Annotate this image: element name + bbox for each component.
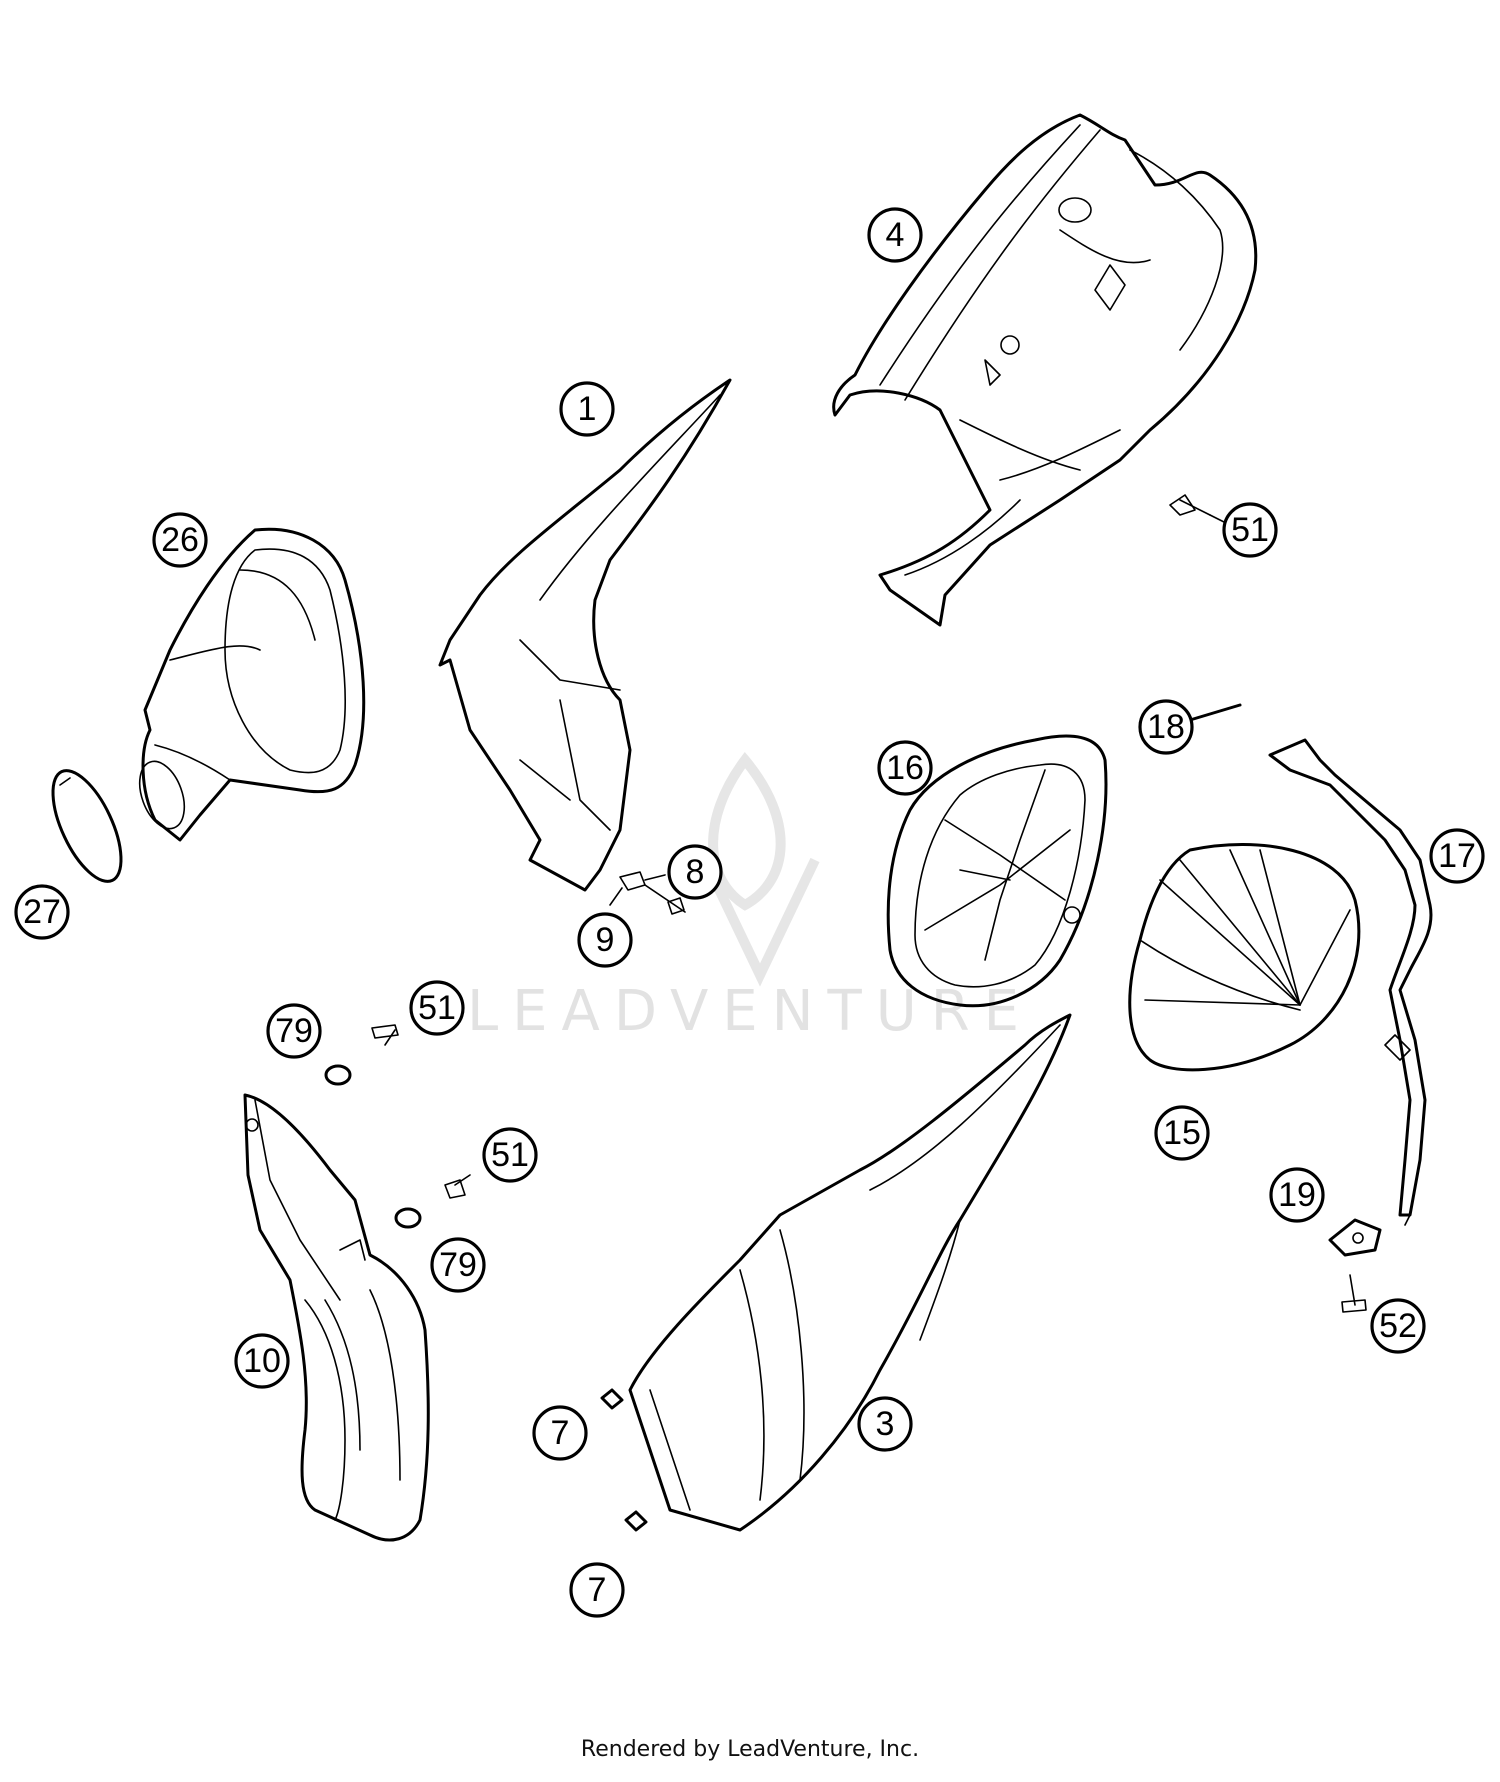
callout-3: 3 <box>857 1396 913 1452</box>
svg-text:17: 17 <box>1438 837 1476 875</box>
svg-text:10: 10 <box>243 1342 281 1380</box>
callout-27: 27 <box>14 884 70 940</box>
svg-text:3: 3 <box>876 1405 895 1443</box>
svg-text:79: 79 <box>275 1012 313 1050</box>
callout-51: 51 <box>482 1127 538 1183</box>
part-51-screw-lower <box>444 1174 471 1199</box>
watermark-flame-logo <box>700 751 820 987</box>
watermark: LEADVENTURE <box>467 751 1033 1044</box>
part-52-screw <box>1341 1274 1367 1313</box>
svg-text:15: 15 <box>1163 1114 1201 1152</box>
part-7-screw-upper <box>600 1388 624 1410</box>
part-27-clamp <box>51 769 123 883</box>
svg-text:51: 51 <box>1231 511 1269 549</box>
callout-8: 8 <box>667 844 723 900</box>
svg-text:8: 8 <box>686 853 705 891</box>
callout-18: 18 <box>1138 699 1194 755</box>
part-79-washer-upper <box>324 1064 352 1086</box>
callout-9: 9 <box>577 912 633 968</box>
callout-17: 17 <box>1429 828 1485 884</box>
callout-7: 7 <box>569 1562 625 1618</box>
svg-text:9: 9 <box>596 921 615 959</box>
svg-text:79: 79 <box>439 1246 477 1284</box>
svg-text:7: 7 <box>551 1414 570 1452</box>
svg-text:51: 51 <box>418 989 456 1027</box>
callout-4: 4 <box>867 207 923 263</box>
svg-text:27: 27 <box>23 893 61 931</box>
svg-text:4: 4 <box>886 216 905 254</box>
callout-16: 16 <box>877 740 933 796</box>
svg-text:16: 16 <box>886 749 924 787</box>
part-19-bracket <box>1328 1218 1382 1257</box>
callout-79: 79 <box>266 1003 322 1059</box>
svg-text:26: 26 <box>161 521 199 559</box>
svg-text:7: 7 <box>588 1571 607 1609</box>
part-18-pin <box>1188 703 1242 722</box>
part-16-filter-cage <box>886 734 1108 1008</box>
part-4-front-shroud <box>832 113 1258 627</box>
callout-52: 52 <box>1370 1298 1426 1354</box>
part-26-air-boot <box>138 527 366 842</box>
svg-text:1: 1 <box>578 390 597 428</box>
svg-text:51: 51 <box>491 1136 529 1174</box>
part-7-screw-lower <box>624 1510 648 1532</box>
callout-19: 19 <box>1269 1167 1325 1223</box>
callout-7: 7 <box>532 1405 588 1461</box>
footer-credit: Rendered by LeadVenture, Inc. <box>580 1737 920 1762</box>
part-10-air-intake <box>243 1093 430 1542</box>
svg-text:52: 52 <box>1379 1307 1417 1345</box>
callout-10: 10 <box>234 1333 290 1389</box>
callout-26: 26 <box>152 512 208 568</box>
part-15-air-filter <box>1128 842 1361 1072</box>
callouts: 1 4 51 26 27 8 9 16 18 17 15 79 51 51 79… <box>14 207 1485 1618</box>
callout-51: 51 <box>1222 502 1278 558</box>
part-3-side-panel <box>628 1013 1072 1532</box>
svg-text:18: 18 <box>1147 708 1185 746</box>
part-51-screw-top <box>1169 494 1211 516</box>
watermark-text: LEADVENTURE <box>467 979 1033 1044</box>
part-79-washer-lower <box>394 1207 422 1229</box>
callout-15: 15 <box>1154 1105 1210 1161</box>
part-8-9-fastener <box>619 871 686 915</box>
part-1-side-shroud <box>438 378 732 892</box>
svg-text:19: 19 <box>1278 1176 1316 1214</box>
callout-51: 51 <box>409 980 465 1036</box>
part-51-screw-upper <box>371 1024 399 1046</box>
callout-1: 1 <box>559 381 615 437</box>
callout-79: 79 <box>430 1237 486 1293</box>
